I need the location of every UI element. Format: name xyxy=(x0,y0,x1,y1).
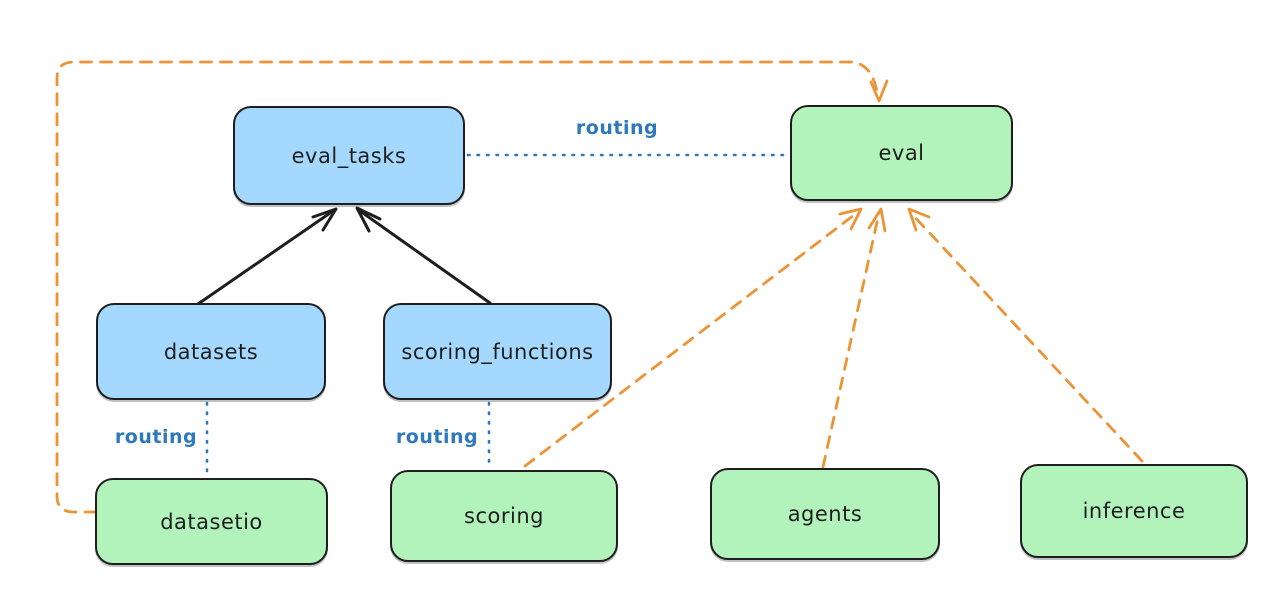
edge-datasetio-to-eval xyxy=(55,60,889,514)
edge-datasets-to-eval-tasks xyxy=(196,207,338,306)
edge-scoring-to-eval xyxy=(523,207,863,468)
edge-scoring-functions-to-eval-tasks xyxy=(355,206,492,305)
node-label: eval xyxy=(878,141,925,165)
node-datasetio: datasetio xyxy=(95,478,328,565)
edge-label-routing-scoring-functions-scoring: routing xyxy=(395,426,479,448)
node-label: eval_tasks xyxy=(291,143,407,168)
edge-label-routing-datasets-datasetio: routing xyxy=(114,426,198,448)
node-datasets: datasets xyxy=(96,303,326,400)
node-scoring: scoring xyxy=(390,470,618,562)
edge-inference-to-eval xyxy=(907,207,1144,463)
node-scoring-functions: scoring_functions xyxy=(383,303,612,400)
node-label: scoring_functions xyxy=(401,339,594,364)
node-eval: eval xyxy=(790,105,1013,201)
edge-label-routing-eval-tasks-eval: routing xyxy=(575,117,659,139)
node-label: scoring xyxy=(464,504,544,528)
node-label: datasets xyxy=(163,339,259,364)
node-label: inference xyxy=(1082,499,1186,523)
node-inference: inference xyxy=(1020,464,1248,558)
node-eval-tasks: eval_tasks xyxy=(233,106,465,205)
node-label: agents xyxy=(787,502,863,526)
node-label: datasetio xyxy=(160,509,263,534)
node-agents: agents xyxy=(710,468,940,560)
edge-agents-to-eval xyxy=(821,207,887,469)
